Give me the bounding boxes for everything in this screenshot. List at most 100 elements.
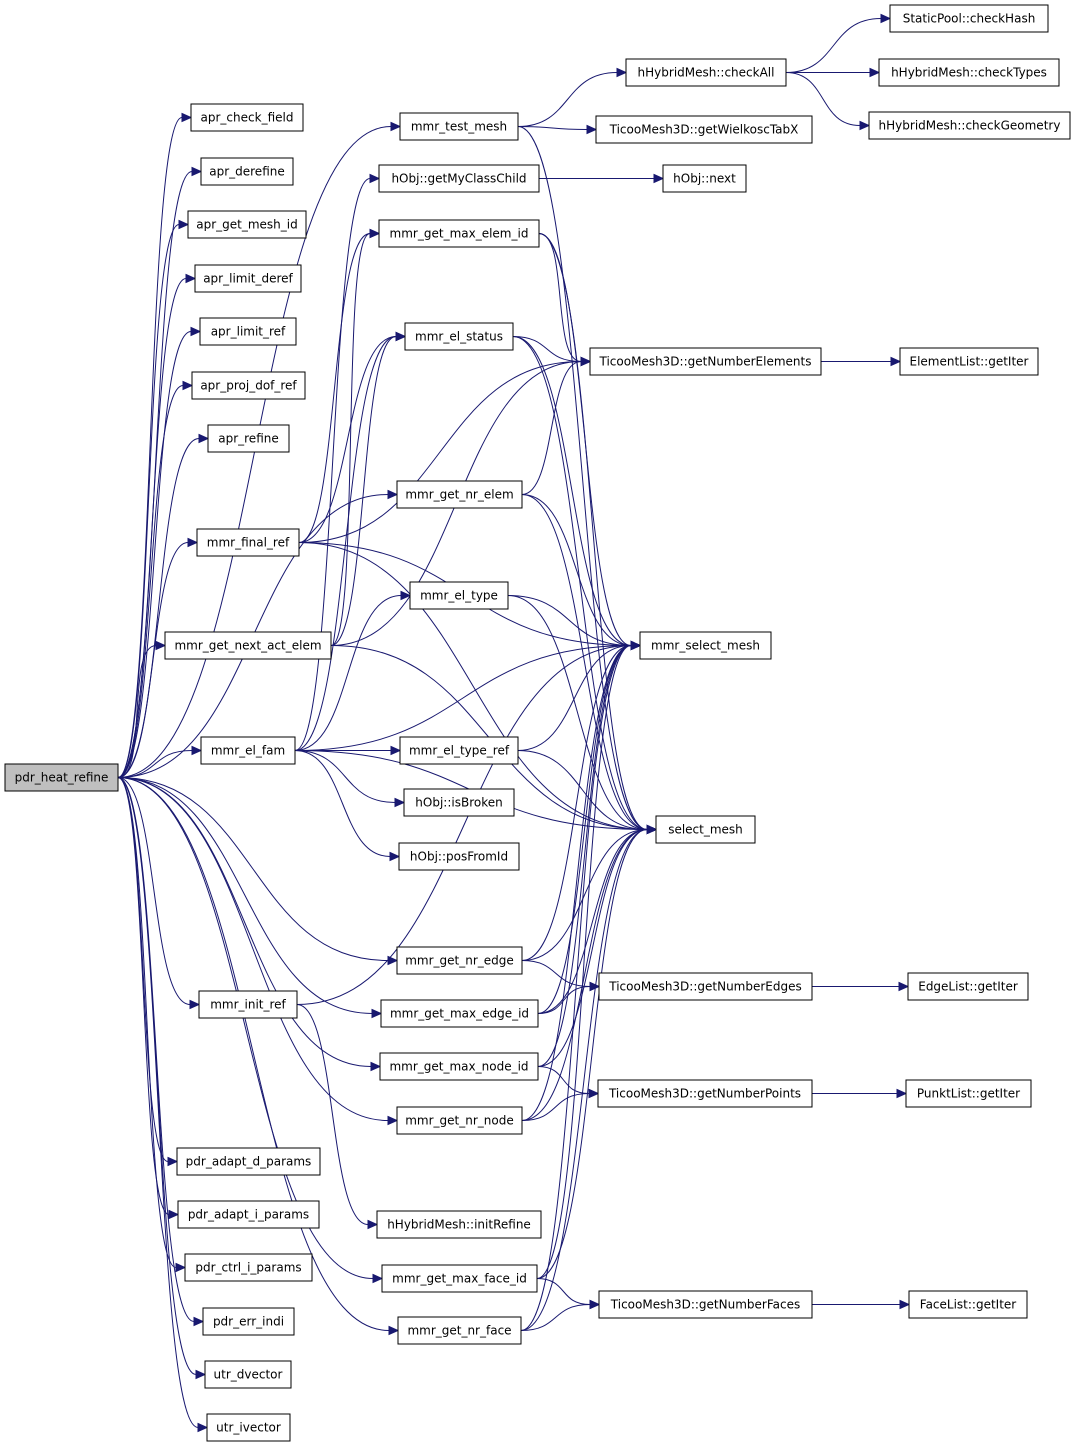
node-box xyxy=(207,424,290,453)
node-ticoomesh3d-getwielkosctabx[interactable]: TicooMesh3D::getWielkoscTabX xyxy=(595,115,813,144)
edge-arrowhead xyxy=(388,1325,400,1336)
node-hhybridmesh-checktypes[interactable]: hHybridMesh::checkTypes xyxy=(878,58,1060,87)
node-label: apr_get_mesh_id xyxy=(196,218,298,232)
node-ticoomesh3d-getnumberfaces[interactable]: TicooMesh3D::getNumberFaces xyxy=(598,1290,813,1319)
edge-line xyxy=(117,542,189,778)
node-box xyxy=(397,1316,522,1345)
edge-pdr-heat-refine-to-mmr-el-fam xyxy=(117,745,203,778)
edge-line xyxy=(521,829,648,1121)
node-pdr-ctrl-i-params[interactable]: pdr_ctrl_i_params xyxy=(184,1253,313,1282)
edge-line xyxy=(117,224,180,778)
edge-mmr-get-nr-elem-to-select-mesh xyxy=(521,494,658,835)
edge-line xyxy=(117,777,389,961)
nodes-layer: pdr_heat_refine apr_check_field apr_derefi… xyxy=(4,4,1071,1442)
node-mmr-get-nr-edge[interactable]: mmr_get_nr_edge xyxy=(396,946,523,975)
node-mmr-final-ref[interactable]: mmr_final_ref xyxy=(196,528,300,557)
node-box xyxy=(595,115,813,144)
edge-arrowhead xyxy=(896,1088,908,1099)
node-pdr-err-indi[interactable]: pdr_err_indi xyxy=(202,1307,295,1336)
edge-line xyxy=(517,645,632,751)
node-hobj-next[interactable]: hObj::next xyxy=(662,164,747,193)
edge-line xyxy=(521,829,648,961)
node-hhybridmesh-checkgeometry[interactable]: hHybridMesh::checkGeometry xyxy=(868,111,1071,140)
node-label: TicooMesh3D::getNumberElements xyxy=(599,355,812,369)
edge-line xyxy=(517,72,618,127)
node-pdr-adapt-i-params[interactable]: pdr_adapt_i_params xyxy=(177,1200,320,1229)
node-mmr-el-status[interactable]: mmr_el_status xyxy=(404,322,514,351)
node-label: apr_limit_deref xyxy=(203,272,293,286)
edge-pdr-heat-refine-to-apr-refine xyxy=(117,433,210,778)
edge-hobj-getmyclasschild-to-hobj-next xyxy=(539,173,665,184)
edge-line xyxy=(117,385,184,778)
node-mmr-get-nr-face[interactable]: mmr_get_nr_face xyxy=(397,1316,522,1345)
node-utr-dvector[interactable]: utr_dvector xyxy=(204,1360,292,1389)
node-mmr-get-nr-elem[interactable]: mmr_get_nr_elem xyxy=(396,480,523,509)
node-mmr-test-mesh[interactable]: mmr_test_mesh xyxy=(399,112,519,141)
node-elementlist-getiter[interactable]: ElementList::getIter xyxy=(899,347,1039,376)
edge-arrowhead xyxy=(898,981,910,992)
node-label: hObj::isBroken xyxy=(415,796,502,810)
node-pdr-heat-refine[interactable]: pdr_heat_refine xyxy=(4,763,119,792)
node-hobj-getmyclasschild[interactable]: hObj::getMyClassChild xyxy=(378,164,540,193)
node-ticoomesh3d-getnumberpoints[interactable]: TicooMesh3D::getNumberPoints xyxy=(597,1079,813,1108)
edge-line xyxy=(521,494,648,830)
node-apr-get-mesh-id[interactable]: apr_get_mesh_id xyxy=(187,210,307,239)
node-mmr-get-max-edge-id[interactable]: mmr_get_max_edge_id xyxy=(380,999,539,1028)
node-mmr-get-max-elem-id[interactable]: mmr_get_max_elem_id xyxy=(378,219,540,248)
node-apr-derefine[interactable]: apr_derefine xyxy=(200,157,294,186)
node-apr-limit-ref[interactable]: apr_limit_ref xyxy=(199,317,297,346)
node-select-mesh[interactable]: select_mesh xyxy=(655,815,756,844)
node-box xyxy=(204,1360,292,1389)
edge-hhybridmesh-checkall-to-hhybridmesh-checktypes xyxy=(786,67,881,78)
node-label: StaticPool::checkHash xyxy=(903,12,1036,26)
node-label: mmr_select_mesh xyxy=(651,639,760,653)
node-label: mmr_get_nr_face xyxy=(407,1324,511,1338)
edge-line xyxy=(512,336,632,646)
node-label: apr_derefine xyxy=(209,165,285,179)
node-apr-refine[interactable]: apr_refine xyxy=(207,424,290,453)
node-mmr-select-mesh[interactable]: mmr_select_mesh xyxy=(639,631,772,660)
node-mmr-el-fam[interactable]: mmr_el_fam xyxy=(200,736,296,765)
node-mmr-el-type[interactable]: mmr_el_type xyxy=(409,581,509,610)
node-utr-ivector[interactable]: utr_ivector xyxy=(206,1413,291,1442)
node-apr-check-field[interactable]: apr_check_field xyxy=(190,103,304,132)
node-ticoomesh3d-getnumberedges[interactable]: TicooMesh3D::getNumberEdges xyxy=(598,972,813,1001)
node-mmr-init-ref[interactable]: mmr_init_ref xyxy=(198,990,298,1019)
node-apr-proj-dof-ref[interactable]: apr_proj_dof_ref xyxy=(191,371,306,400)
node-mmr-get-max-face-id[interactable]: mmr_get_max_face_id xyxy=(381,1264,538,1293)
node-mmr-get-next-act-elem[interactable]: mmr_get_next_act_elem xyxy=(164,631,332,660)
node-staticpool-checkhash[interactable]: StaticPool::checkHash xyxy=(889,4,1049,33)
edge-line xyxy=(296,645,632,1005)
edge-arrowhead xyxy=(372,1273,384,1284)
node-edgelist-getiter[interactable]: EdgeList::getIter xyxy=(907,972,1029,1001)
node-mmr-el-type-ref[interactable]: mmr_el_type_ref xyxy=(399,736,519,765)
node-mmr-get-nr-node[interactable]: mmr_get_nr_node xyxy=(396,1106,523,1135)
edge-pdr-heat-refine-to-mmr-get-next-act-elem xyxy=(117,640,167,778)
edge-arrowhead xyxy=(193,1316,205,1327)
node-label: PunktList::getIter xyxy=(917,1087,1020,1101)
edge-line xyxy=(520,1304,591,1331)
node-punktlist-getiter[interactable]: PunktList::getIter xyxy=(905,1079,1032,1108)
node-hhybridmesh-initrefine[interactable]: hHybridMesh::initRefine xyxy=(376,1210,542,1239)
edge-arrowhead xyxy=(586,124,598,135)
node-apr-limit-deref[interactable]: apr_limit_deref xyxy=(194,264,302,293)
edge-line xyxy=(537,829,648,1067)
edge-arrowhead xyxy=(187,537,199,548)
edge-line xyxy=(537,1066,590,1094)
edge-mmr-get-next-act-elem-to-mmr-el-status xyxy=(330,331,407,646)
node-hobj-isbroken[interactable]: hObj::isBroken xyxy=(403,788,515,817)
edge-arrowhead xyxy=(182,380,194,391)
node-hobj-posfromid[interactable]: hObj::posFromId xyxy=(398,842,520,871)
node-facelist-getiter[interactable]: FaceList::getIter xyxy=(908,1290,1028,1319)
edge-line xyxy=(536,1278,591,1305)
node-ticoomesh3d-getnumberelements[interactable]: TicooMesh3D::getNumberElements xyxy=(589,347,822,376)
edge-mmr-get-nr-face-to-mmr-select-mesh xyxy=(520,640,642,1331)
node-hhybridmesh-checkall[interactable]: hHybridMesh::checkAll xyxy=(625,58,787,87)
edge-arrowhead xyxy=(181,112,193,123)
node-label: ElementList::getIter xyxy=(909,355,1028,369)
edge-arrowhead xyxy=(190,326,202,337)
edge-line xyxy=(521,361,582,495)
edge-hhybridmesh-checkall-to-staticpool-checkhash xyxy=(785,13,892,73)
node-mmr-get-max-node-id[interactable]: mmr_get_max_node_id xyxy=(379,1052,539,1081)
node-pdr-adapt-d-params[interactable]: pdr_adapt_d_params xyxy=(176,1147,321,1176)
